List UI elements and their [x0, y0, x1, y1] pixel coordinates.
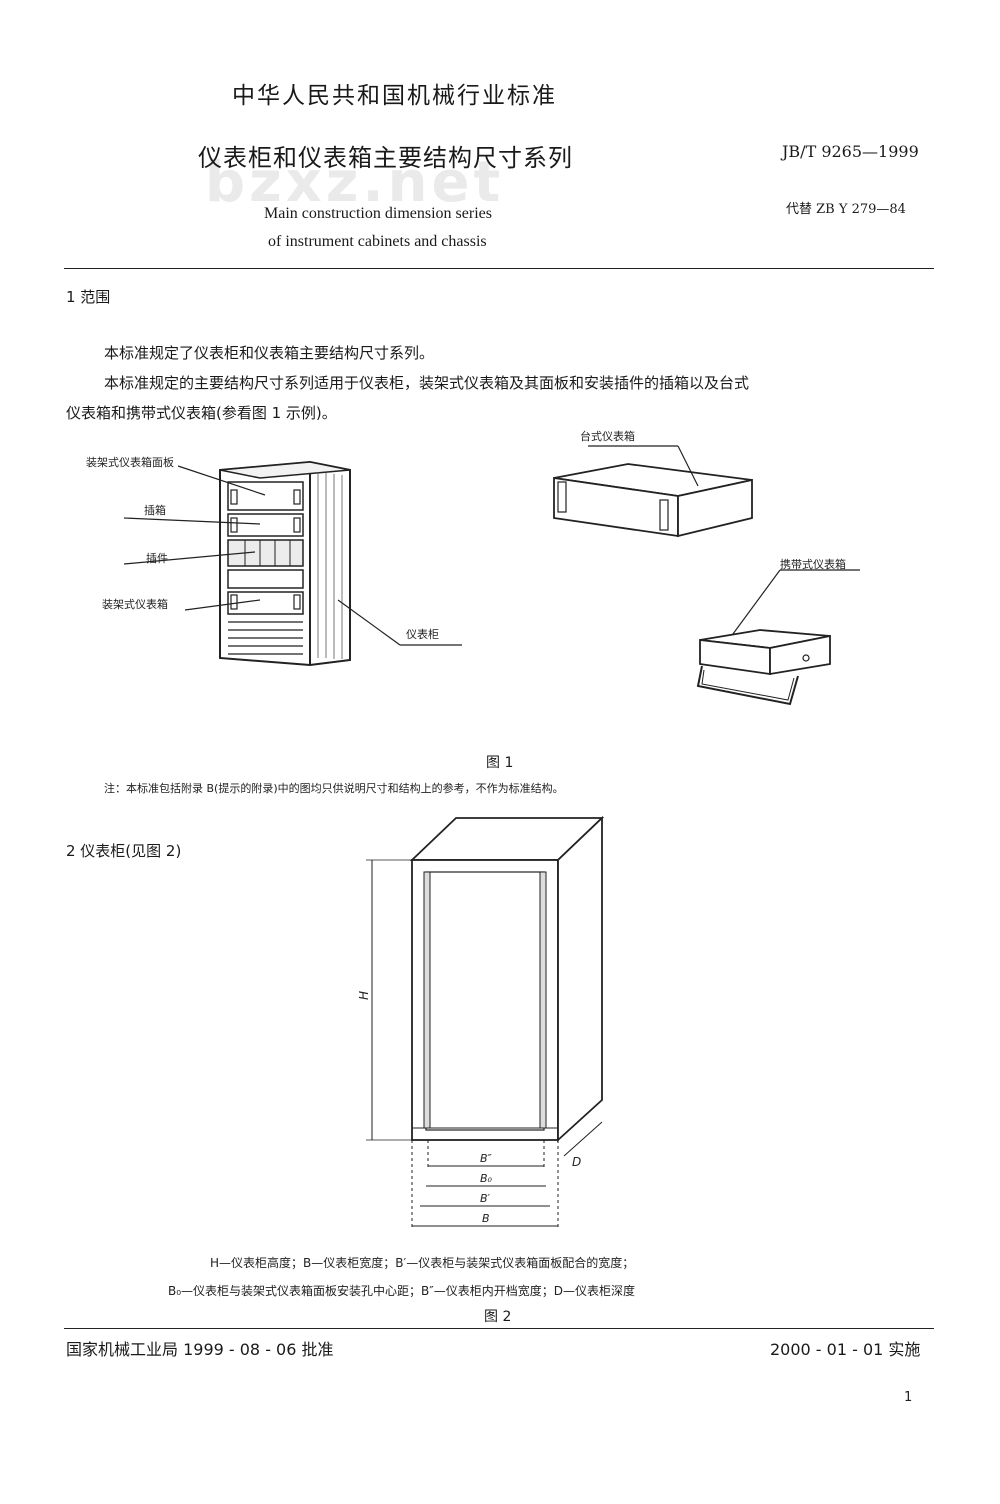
document-title: 仪表柜和仪表箱主要结构尺寸系列 — [198, 144, 573, 172]
english-title-line1: Main construction dimension series — [264, 205, 492, 222]
dim-D-label: D — [572, 1155, 581, 1169]
figure1-note: 注：本标准包括附录 B(提示的附录)中的图均只供说明尺寸和结构上的参考，不作为标… — [104, 782, 564, 795]
org-title: 中华人民共和国机械行业标准 — [232, 83, 557, 109]
label-plugin: 插件 — [146, 552, 168, 565]
section1-paragraph2-line2: 仪表箱和携带式仪表箱(参看图 1 示例)。 — [66, 404, 337, 422]
section1-paragraph2-line1: 本标准规定的主要结构尺寸系列适用于仪表柜，装架式仪表箱及其面板和安装插件的插箱以… — [104, 374, 750, 392]
figure1-cabinet-drawing — [123, 460, 462, 667]
section1-paragraph1: 本标准规定了仪表柜和仪表箱主要结构尺寸系列。 — [104, 344, 435, 362]
figure2-legend-line1: H—仪表柜高度；B—仪表柜宽度；B′—仪表柜与装架式仪表箱面板配合的宽度； — [210, 1256, 635, 1270]
label-cabinet: 仪表柜 — [406, 628, 439, 641]
figure1-portable-chassis-drawing — [696, 569, 860, 706]
dim-B0-label: B₀ — [480, 1172, 493, 1185]
page-number: 1 — [904, 1390, 913, 1405]
section2-heading: 2 仪表柜(见图 2) — [66, 842, 182, 860]
implementation-date: 2000 - 01 - 01 实施 — [770, 1340, 921, 1359]
section1-heading: 1 范围 — [66, 288, 111, 306]
figure1-desktop-chassis-drawing — [553, 445, 753, 538]
english-title-line2: of instrument cabinets and chassis — [268, 233, 487, 250]
dim-B1-label: B′ — [480, 1192, 491, 1205]
label-rack-panel: 装架式仪表箱面板 — [86, 456, 174, 469]
watermark: bzxz.net — [205, 150, 505, 215]
label-subrack: 插箱 — [144, 504, 166, 517]
dim-B-label: B — [482, 1212, 490, 1225]
footer-divider — [64, 1328, 934, 1329]
dim-H-label: H — [357, 991, 371, 1000]
label-desktop-chassis: 台式仪表箱 — [580, 430, 635, 443]
figure2-caption: 图 2 — [484, 1309, 512, 1325]
replaces-note: 代替 ZB Y 279—84 — [786, 202, 906, 217]
figure1-caption: 图 1 — [486, 755, 514, 771]
figure2-legend-line2: B₀—仪表柜与装架式仪表箱面板安装孔中心距；B″—仪表柜内开档宽度；D—仪表柜深… — [168, 1284, 636, 1298]
standard-code: JB/T 9265—1999 — [782, 142, 919, 161]
approval-date: 国家机械工业局 1999 - 08 - 06 批准 — [66, 1340, 334, 1359]
figure2-cabinet-dimension-drawing: H D B″ B₀ B′ B — [357, 815, 605, 1230]
label-portable-chassis: 携带式仪表箱 — [780, 558, 846, 571]
label-rack-chassis: 装架式仪表箱 — [102, 598, 168, 611]
header-divider — [64, 268, 934, 269]
dim-B2-label: B″ — [480, 1152, 493, 1165]
